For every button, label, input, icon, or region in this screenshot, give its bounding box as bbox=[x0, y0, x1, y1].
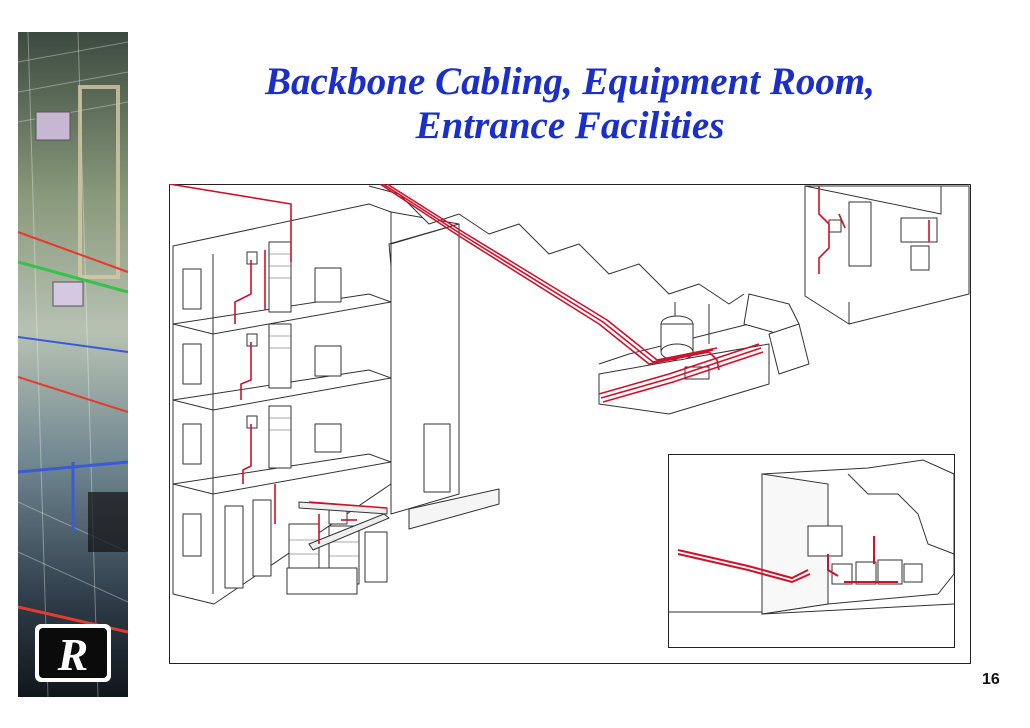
title-line-1: Backbone Cabling, Equipment Room, bbox=[264, 60, 875, 103]
ground-cut bbox=[368, 185, 810, 415]
logo-letter: R bbox=[57, 629, 89, 680]
title-line-2: Entrance Facilities bbox=[415, 104, 725, 147]
upper-right-room bbox=[804, 185, 970, 325]
backbone-cables bbox=[168, 183, 930, 544]
entrance-vault bbox=[660, 302, 710, 380]
middle-wall-section bbox=[390, 223, 500, 530]
backbone-cabling-illustration bbox=[168, 183, 971, 664]
side-decorative-image bbox=[18, 32, 128, 697]
page-number: 16 bbox=[982, 671, 1000, 688]
slide-title: Backbone Cabling, Equipment Room, Entran… bbox=[190, 60, 950, 148]
company-logo: R bbox=[33, 622, 113, 684]
inset-entrance-detail bbox=[668, 454, 955, 648]
